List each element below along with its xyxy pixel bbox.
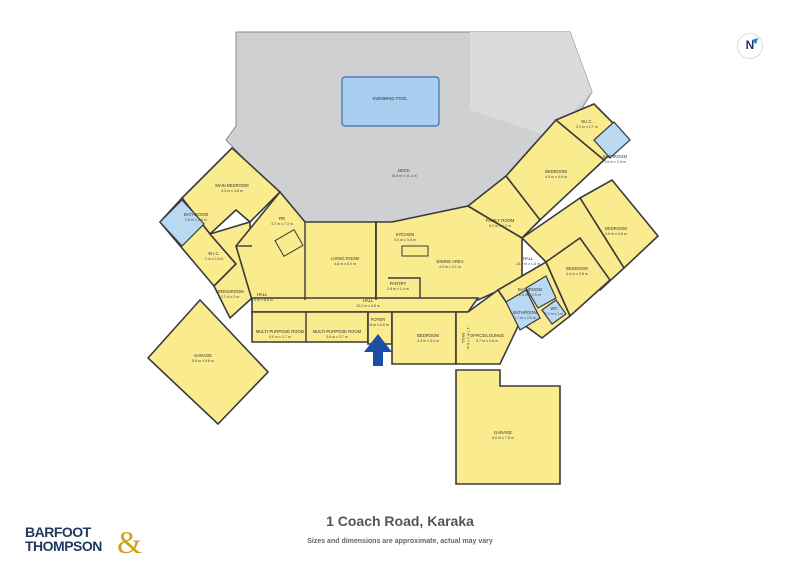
bathroom-right2 xyxy=(525,275,557,309)
bathroom-top xyxy=(593,121,631,159)
label-bathroom-right2: BATHROOM xyxy=(518,287,542,292)
label-wic-left: W.I.C. xyxy=(208,251,219,256)
garage-right xyxy=(455,369,561,485)
dim-bedroom-center: 3.3 m x 3.4 m xyxy=(417,339,439,343)
deck-east xyxy=(470,32,592,136)
label-bathroom-left: BATHROOM xyxy=(184,212,208,217)
dim-foyer: 2.8 m x 5.6 m xyxy=(367,323,389,327)
property-address: 1 Coach Road, Karaka xyxy=(326,513,474,529)
bathroom-left xyxy=(159,199,205,247)
dim-bathroom-top: 3.5 m x 2.4 m xyxy=(604,160,626,164)
label-garage-right: GARAGE xyxy=(494,430,512,435)
label-dining-area: DINING AREA xyxy=(437,259,464,264)
dim-family-room: 5.2 m x 4.0 m xyxy=(489,224,511,228)
dim-hall-center: 12.2 m x 4.8 m xyxy=(356,304,380,308)
label-dressroom: DRESSROOM xyxy=(216,289,244,294)
family-room-zone xyxy=(466,174,542,240)
dim-office-lounge: 3.7 m x 4.8 m xyxy=(476,339,498,343)
label-pantry: PANTRY xyxy=(390,281,407,286)
label-family-room: FAMILY ROOM xyxy=(486,218,515,223)
label-garage-left: GARAGE xyxy=(194,353,212,358)
entry-arrow-icon xyxy=(364,334,392,366)
label-bedroom-top: BEDROOM xyxy=(545,169,567,174)
label-multi-room-1: MULTI-PURPOSE ROOM xyxy=(256,329,305,334)
dim-rumpus: 4.7 m x 7.3 m xyxy=(271,222,293,226)
dim-bedroom-right: 3.6 m x 4.6 m xyxy=(605,232,627,236)
label-bedroom-right: BEDROOM xyxy=(605,226,627,231)
dim-deck: 19.5 m x 11.4 m xyxy=(391,174,417,178)
dim-main-bedroom: 4.3 m x 4.8 m xyxy=(221,189,243,193)
interior-wall-3 xyxy=(388,277,421,298)
compass-north-icon: N xyxy=(737,33,763,59)
label-multi-room-2: MULTI-PURPOSE ROOM xyxy=(313,329,362,334)
size-disclaimer: Sizes and dimensions are approximate, ac… xyxy=(307,538,493,545)
dim-hall-right: 14.0 m x 1.8 m xyxy=(516,262,540,266)
label-living-room: LIVING ROOM xyxy=(331,256,359,261)
dim-garage-right: 8.6 m x 7.8 m xyxy=(492,436,514,440)
label-main-bedroom: MAIN BEDROOM xyxy=(215,183,249,188)
brand-logo: BARFOOT THOMPSON & xyxy=(25,525,155,559)
label-hall-right: HALL xyxy=(523,256,534,261)
label-bathroom-top: BATHROOM xyxy=(603,154,627,159)
label-bathroom-right: BATHROOM xyxy=(513,310,537,315)
brand-line-2: THOMPSON xyxy=(25,538,102,554)
label-bedroom-mid-right: BEDROOM xyxy=(566,266,588,271)
dim-bathroom-left: 2.6 m x 3.0 m xyxy=(185,218,207,222)
bedroom-center xyxy=(391,311,457,365)
dim-dressroom: 2.7 m x 2 m xyxy=(221,295,240,299)
dim-hall-vertical: 1.7 m x 7.6 m xyxy=(466,327,470,349)
label-bedroom-center: BEDROOM xyxy=(417,333,439,338)
garage-left xyxy=(146,298,270,426)
kitchen-island xyxy=(401,245,429,257)
label-office-lounge: OFFICE/LOUNGE xyxy=(470,333,504,338)
compass-letter: N xyxy=(745,38,755,52)
dim-bathroom-right: 1.7 m x 2.8 m xyxy=(514,316,536,320)
bathroom-right xyxy=(505,289,541,331)
label-wic-top: W.I.C. xyxy=(581,119,592,124)
dim-dining-area: 4.0 m x 3.1 m xyxy=(439,265,461,269)
label-foyer: FOYER xyxy=(371,317,385,322)
dim-pantry: 2.8 m x 1.4 m xyxy=(387,287,409,291)
brand-line-1: BARFOOT xyxy=(25,524,91,540)
wc-room xyxy=(541,299,567,325)
brand-ampersand: & xyxy=(117,524,142,560)
dim-wic-left: 2 m x 2.5 m xyxy=(205,257,224,261)
dim-garage-left: 5.8 m x 5.8 m xyxy=(192,359,214,363)
dim-kitchen: 5.0 m x 3.8 m xyxy=(394,238,416,242)
dim-bedroom-mid-right: 4.4 m x 3.8 m xyxy=(566,272,588,276)
dim-wic-top: 2.2 m x 2.7 m xyxy=(576,125,598,129)
swimming-pool xyxy=(341,76,440,127)
label-wc: WC xyxy=(551,306,558,311)
label-deck: DECK xyxy=(398,168,410,173)
dim-wc: 1.7 m x 1 m xyxy=(545,312,564,316)
dim-multi-room-2: 3.6 m x 2.7 m xyxy=(326,335,348,339)
label-kitchen: KITCHEN xyxy=(396,232,414,237)
rr-island xyxy=(274,229,304,257)
label-hall-center: HALL xyxy=(363,298,374,303)
label-rumpus: RR xyxy=(279,216,285,221)
label-pool: SWIMMING POOL xyxy=(372,96,408,101)
dim-living-room: 4.8 m x 6.0 m xyxy=(334,262,356,266)
dim-multi-room-1: 4.0 m x 2.7 m xyxy=(269,335,291,339)
label-hall-left: HALL xyxy=(257,292,268,297)
dim-hall-left: 3.4 m x 6.8 m xyxy=(251,298,273,302)
label-hall-vertical: HALL xyxy=(461,333,466,344)
dim-bathroom-right2: 2.5 m x 2.5 m xyxy=(519,293,541,297)
dim-bedroom-top: 4.5 m x 4.8 m xyxy=(545,175,567,179)
